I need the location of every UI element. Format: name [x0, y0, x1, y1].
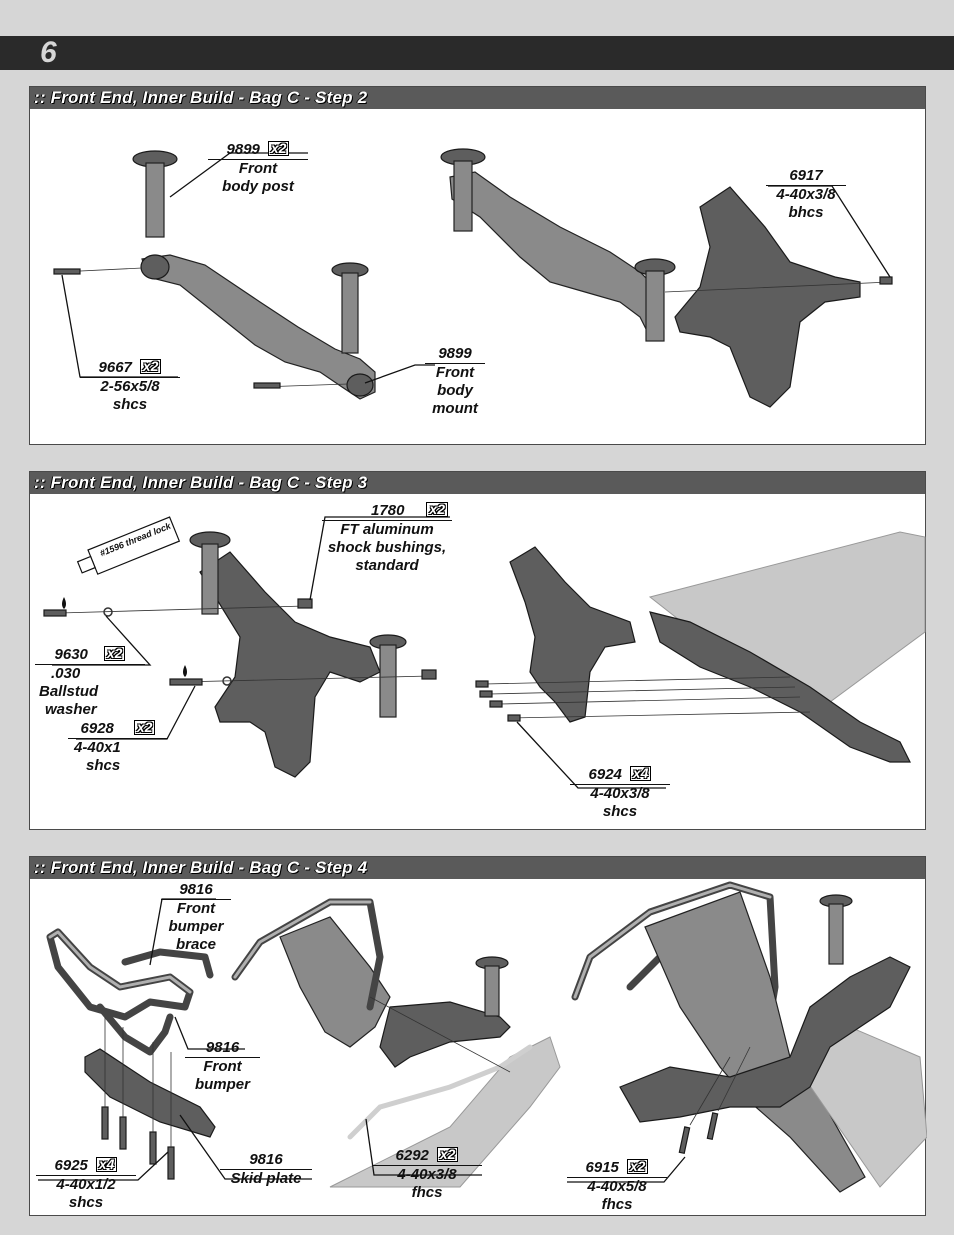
screw-6924-c: [489, 700, 503, 708]
body-mount-arm-right: [449, 171, 661, 339]
screw-6917: [879, 276, 893, 285]
drop-icon: [62, 597, 66, 609]
washer-b: [222, 676, 232, 686]
front-bumper-brace: [46, 928, 214, 1021]
screw-9630: [43, 609, 67, 617]
body-post-right-a: [440, 148, 486, 232]
page-number: 6: [40, 36, 57, 69]
step-2-title: :: Front End, Inner Build - Bag C - Step…: [34, 88, 368, 107]
drop-icon-2: [183, 665, 187, 677]
part-6917-screw: 6917 4-40x3/8 bhcs: [766, 167, 846, 222]
skid-plate-close-up: [644, 891, 866, 1193]
screw-6924-d: [507, 714, 521, 722]
step-2-illustration: [53, 148, 893, 408]
thread-lock-tube: #1596 thread lock: [76, 516, 181, 575]
chassis-faded: [329, 1036, 561, 1188]
screw-6924-b: [479, 690, 493, 698]
step-2-panel: :: Front End, Inner Build - Bag C - Step…: [29, 86, 926, 445]
body-post-s3-a: [189, 531, 231, 615]
screw-9667-b: [253, 382, 281, 389]
front-bumper: [96, 1003, 174, 1056]
shock-tower-mounted: [509, 546, 636, 723]
front-arms-close-up: [619, 956, 911, 1123]
part-9816-bumper-brace: 9816 Front bumper brace: [161, 881, 231, 954]
bushing-b: [421, 669, 437, 680]
step-4-illustration: [38, 881, 927, 1193]
step-3-header: :: Front End, Inner Build - Bag C - Step…: [30, 472, 925, 494]
step-3-title: :: Front End, Inner Build - Bag C - Step…: [34, 473, 368, 492]
washer-a: [103, 607, 113, 617]
shock-tower: [674, 186, 861, 408]
part-9816-skid-plate: 9816 Skid plate: [220, 1151, 312, 1188]
mount-boss-left: [140, 254, 170, 280]
part-9899-body-mount: 9899 Front body mount: [425, 345, 485, 418]
skid-plate-mounted: [279, 916, 391, 1048]
mount-boss-right: [346, 373, 374, 397]
step-4-header: :: Front End, Inner Build - Bag C - Step…: [30, 857, 925, 879]
step-3-panel: :: Front End, Inner Build - Bag C - Step…: [29, 471, 926, 830]
body-post-short: [331, 262, 369, 354]
step-4-panel: :: Front End, Inner Build - Bag C - Step…: [29, 856, 927, 1216]
step-4-title: :: Front End, Inner Build - Bag C - Step…: [34, 858, 368, 877]
body-mount-arm-left: [141, 254, 376, 400]
body-post-right-b: [634, 258, 676, 342]
bushing-a: [297, 598, 313, 609]
part-9816-front-bumper: 9816 Front bumper: [185, 1039, 260, 1094]
screw-6924-a: [475, 680, 489, 688]
shock-tower-step3: [199, 551, 381, 778]
page-header-bar: [0, 36, 954, 70]
step-2-header: :: Front End, Inner Build - Bag C - Step…: [30, 87, 925, 109]
screw-9667-a: [53, 268, 81, 275]
body-post-mid: [475, 956, 509, 1017]
front-arms-mid: [379, 1001, 511, 1068]
skid-plate: [84, 1048, 216, 1138]
body-post-close-up: [819, 894, 853, 965]
step-3-illustration: #1596 thread lock: [43, 516, 926, 789]
body-post-s3-b: [369, 634, 407, 718]
screws-6915: [678, 1112, 719, 1155]
screw-6928: [169, 678, 203, 686]
body-post-tall: [132, 150, 178, 238]
bumper-mounted-mid: [231, 898, 384, 1011]
